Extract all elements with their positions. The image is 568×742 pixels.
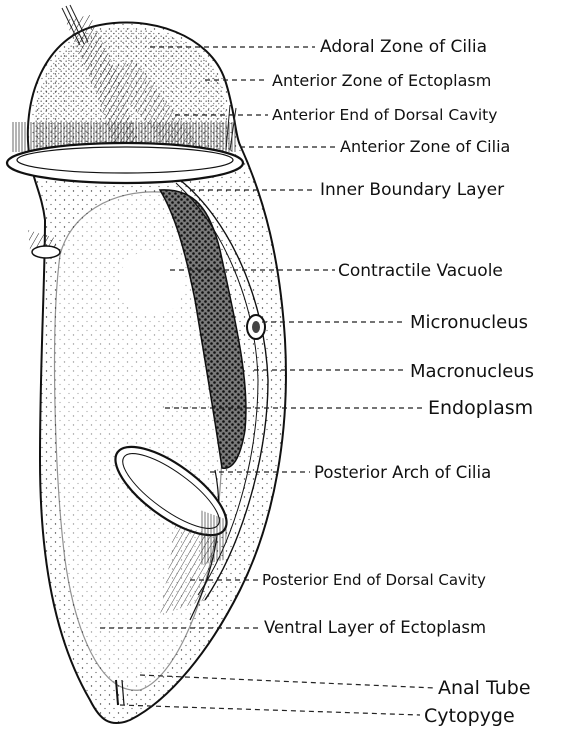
label-contractile-vacuole: Contractile Vacuole (338, 261, 503, 281)
label-ventral-ectoplasm: Ventral Layer of Ectoplasm (264, 618, 486, 637)
label-anterior-dorsal-cavity: Anterior End of Dorsal Cavity (272, 106, 497, 124)
label-posterior-dorsal-cavity: Posterior End of Dorsal Cavity (262, 571, 486, 589)
label-macronucleus: Macronucleus (410, 361, 534, 382)
label-posterior-arch: Posterior Arch of Cilia (314, 463, 491, 482)
label-anal-tube: Anal Tube (438, 677, 531, 699)
label-anterior-cilia: Anterior Zone of Cilia (340, 137, 510, 156)
label-anterior-ectoplasm: Anterior Zone of Ectoplasm (272, 71, 491, 90)
anterior-cilia-ring (7, 143, 243, 183)
label-cytopyge: Cytopyge (424, 705, 515, 727)
contractile-vacuole (119, 250, 185, 316)
label-endoplasm: Endoplasm (428, 397, 533, 419)
label-inner-boundary: Inner Boundary Layer (320, 180, 504, 200)
label-micronucleus: Micronucleus (410, 312, 528, 333)
label-adoral-zone: Adoral Zone of Cilia (320, 37, 487, 57)
